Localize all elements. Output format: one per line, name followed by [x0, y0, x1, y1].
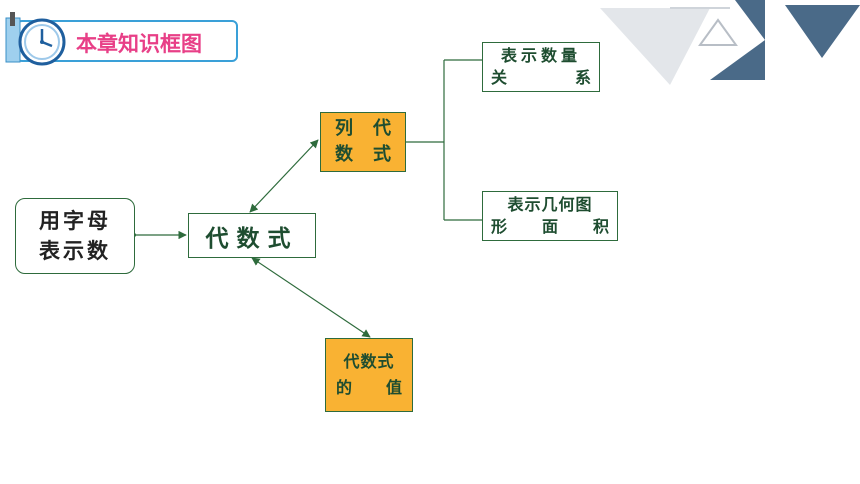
- node-center-label: 代数式: [205, 225, 299, 252]
- deco-triangle-gray-large: [600, 8, 710, 85]
- node-list-char4: 式: [373, 144, 391, 165]
- page-title: 本章知识框图: [76, 32, 202, 56]
- node-quantity-char1: 关: [491, 68, 508, 87]
- node-geometry-char3: 积: [592, 217, 609, 236]
- node-quantity-line1: 表示数量: [500, 46, 581, 65]
- deco-triangle-dark-small: [735, 0, 765, 40]
- node-value-line1: 代数式: [343, 352, 395, 371]
- node-geometry-area: 表示几何图 形 面 积: [482, 191, 618, 241]
- node-quantity-char2: 系: [574, 68, 591, 87]
- node-letters-represent-numbers: 用字母 表示数: [15, 198, 135, 274]
- node-geometry-char2: 面: [541, 217, 558, 236]
- node-list-char2: 代: [373, 118, 391, 139]
- deco-triangle-dark-right: [785, 5, 860, 58]
- connector-center-to-list: [249, 139, 319, 213]
- deco-triangle-outline: [698, 18, 738, 46]
- clock-icon: [5, 12, 66, 66]
- node-list-char3: 数: [335, 144, 353, 165]
- node-expression-value: 代数式 的 值: [325, 338, 413, 412]
- decorative-triangles: [600, 0, 860, 85]
- node-value-char1: 的: [336, 378, 353, 397]
- node-algebraic-expression: 代数式: [188, 213, 316, 258]
- connector-center-to-value: [251, 257, 371, 338]
- node-value-char2: 值: [385, 378, 402, 397]
- node-start-line2: 表示数: [39, 238, 111, 263]
- node-geometry-char1: 形: [491, 217, 508, 236]
- node-list-expressions: 列 代 数 式: [320, 112, 406, 172]
- node-geometry-line1: 表示几何图: [507, 195, 593, 214]
- node-quantity-relation: 表示数量 关 系: [482, 42, 600, 92]
- node-list-char1: 列: [335, 118, 353, 139]
- node-start-line1: 用字母: [39, 208, 111, 233]
- deco-triangle-dark-large: [710, 40, 765, 80]
